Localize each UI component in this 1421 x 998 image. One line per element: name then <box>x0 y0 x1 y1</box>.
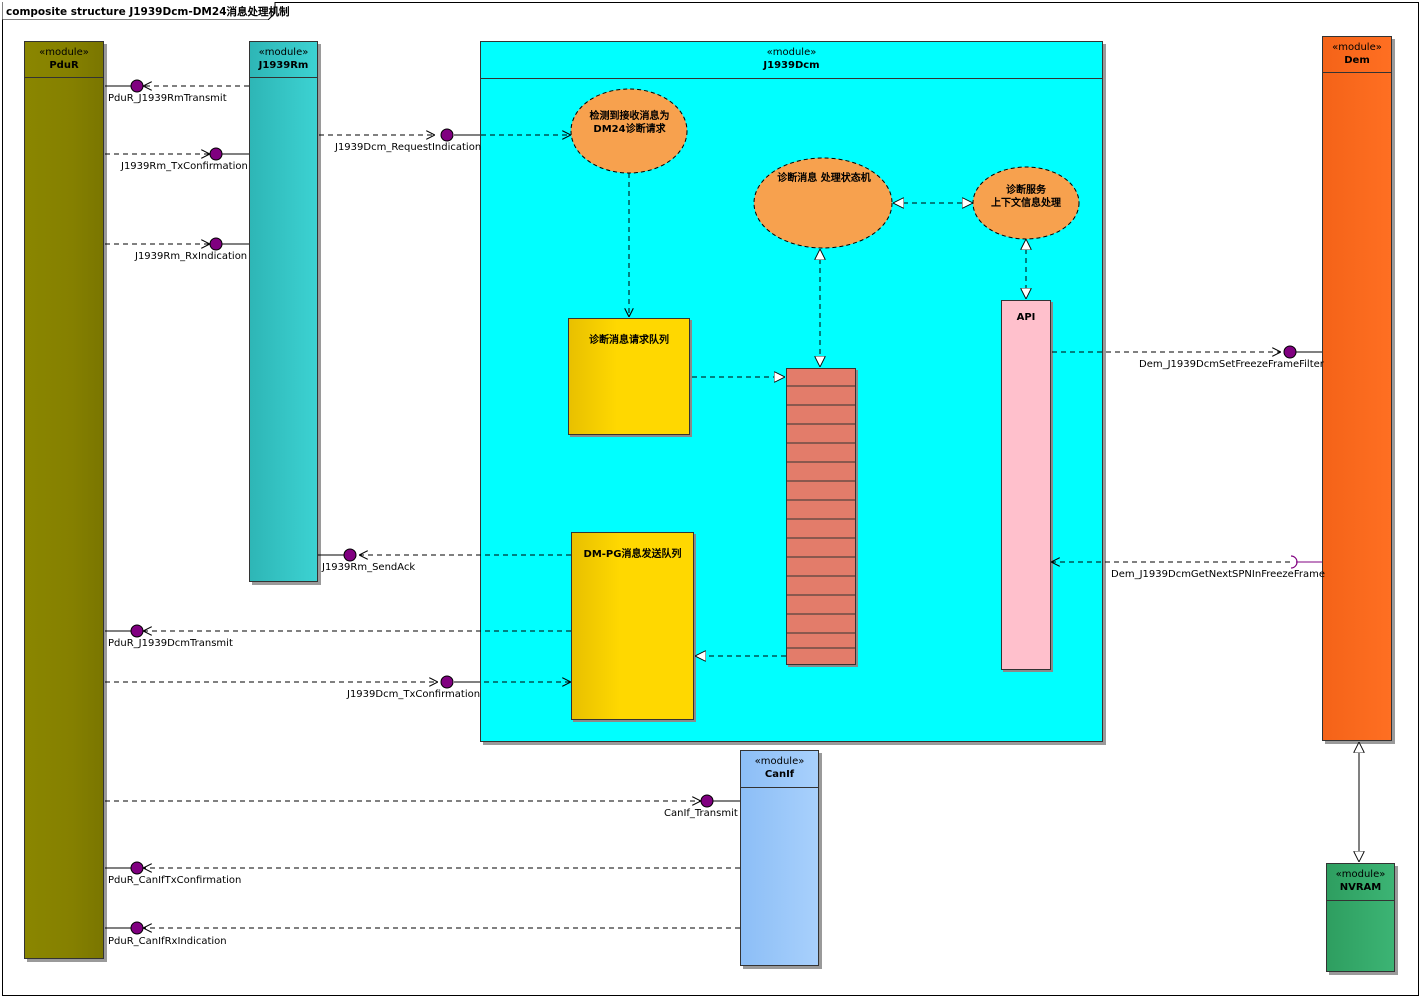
port-pdur-canifrxindication <box>130 921 144 935</box>
module-stereotype: «module» <box>1335 869 1386 880</box>
request-queue-part[interactable]: 诊断消息请求队列 <box>568 318 690 435</box>
context-label: 诊断服务 上下文信息处理 <box>973 184 1079 210</box>
port-j1939rm-txconfirmation <box>209 147 223 161</box>
label-dem-getnextspn: Dem_J1939DcmGetNextSPNInFreezeFrame <box>1111 569 1325 580</box>
module-dem-name: Dem <box>1344 55 1370 66</box>
label-j1939rm-txconfirmation: J1939Rm_TxConfirmation <box>121 161 248 172</box>
module-j1939rm-header: «module» J1939Rm <box>250 42 317 78</box>
module-dem[interactable]: «module» Dem <box>1322 36 1392 741</box>
label-j1939dcm-requestindication: J1939Dcm_RequestIndication <box>335 142 482 153</box>
detect-request-line2: DM24诊断请求 <box>593 124 666 135</box>
tx-queue-part[interactable]: DM-PG消息发送队列 <box>571 532 694 720</box>
module-nvram[interactable]: «module» NVRAM <box>1326 863 1395 972</box>
port-pdur-caniftxconfirmation <box>130 861 144 875</box>
diagram-title: composite structure J1939Dcm-DM24消息处理机制 <box>6 6 290 18</box>
port-j1939rm-rxindication <box>209 237 223 251</box>
api-part[interactable]: API <box>1001 300 1051 670</box>
label-pdur-canifrxindication: PduR_CanIfRxIndication <box>108 936 227 947</box>
module-pdur-header: «module» PduR <box>25 42 103 78</box>
port-j1939dcm-txconfirmation <box>440 675 454 689</box>
queue-stack[interactable] <box>786 368 856 665</box>
label-j1939dcm-txconfirmation: J1939Dcm_TxConfirmation <box>347 689 481 700</box>
module-j1939dcm-name: J1939Dcm <box>763 60 820 71</box>
required-interface-socket <box>1290 555 1298 569</box>
module-dem-header: «module» Dem <box>1323 37 1391 73</box>
request-queue-label: 诊断消息请求队列 <box>589 335 669 346</box>
label-canif-transmit: CanIf_Transmit <box>664 808 738 819</box>
label-dem-setfreezeframefilter: Dem_J1939DcmSetFreezeFrameFilter <box>1139 359 1324 370</box>
module-j1939dcm-header: «module» J1939Dcm <box>481 42 1102 79</box>
state-machine-ellipse <box>753 157 893 249</box>
detect-request-label: 检测到接收消息为 DM24诊断请求 <box>572 110 687 136</box>
module-canif-name: CanIf <box>764 769 795 780</box>
port-pdur-j1939dcmtransmit <box>130 624 144 638</box>
port-canif-transmit <box>700 794 714 808</box>
module-pdur[interactable]: «module» PduR <box>24 41 104 959</box>
label-pdur-j1939dcmtransmit: PduR_J1939DcmTransmit <box>108 638 233 649</box>
context-ellipse <box>972 166 1080 240</box>
api-label: API <box>1016 312 1036 323</box>
module-nvram-name: NVRAM <box>1339 882 1382 893</box>
port-dem-setfreezeframefilter <box>1283 345 1297 359</box>
diagram-title-tab <box>2 2 276 20</box>
module-stereotype: «module» <box>1332 42 1382 53</box>
context-line2: 上下文信息处理 <box>991 198 1061 209</box>
module-stereotype: «module» <box>39 47 89 58</box>
context-line1: 诊断服务 <box>1006 185 1046 196</box>
module-canif[interactable]: «module» CanIf <box>740 750 819 966</box>
state-machine-label: 诊断消息 处理状态机 <box>777 173 871 184</box>
port-j1939rm-sendack <box>343 548 357 562</box>
module-j1939rm-name: J1939Rm <box>258 60 309 71</box>
module-stereotype: «module» <box>754 756 805 767</box>
module-nvram-header: «module» NVRAM <box>1327 864 1394 901</box>
detect-request-line1: 检测到接收消息为 <box>589 111 670 122</box>
module-stereotype: «module» <box>258 47 309 58</box>
label-pdur-j1939rmtransmit: PduR_J1939RmTransmit <box>108 93 227 104</box>
module-pdur-name: PduR <box>49 60 79 71</box>
port-j1939dcm-requestindication <box>440 128 454 142</box>
label-j1939rm-sendack: J1939Rm_SendAck <box>322 562 416 573</box>
label-pdur-caniftxconfirmation: PduR_CanIfTxConfirmation <box>108 875 242 886</box>
tx-queue-label: DM-PG消息发送队列 <box>583 549 682 560</box>
queue-stack-rows <box>787 385 855 649</box>
module-j1939rm[interactable]: «module» J1939Rm <box>249 41 318 582</box>
module-stereotype: «module» <box>766 47 817 58</box>
module-canif-header: «module» CanIf <box>741 751 818 788</box>
label-j1939rm-rxindication: J1939Rm_RxIndication <box>135 251 248 262</box>
port-pdur-j1939rmtransmit <box>130 79 144 93</box>
